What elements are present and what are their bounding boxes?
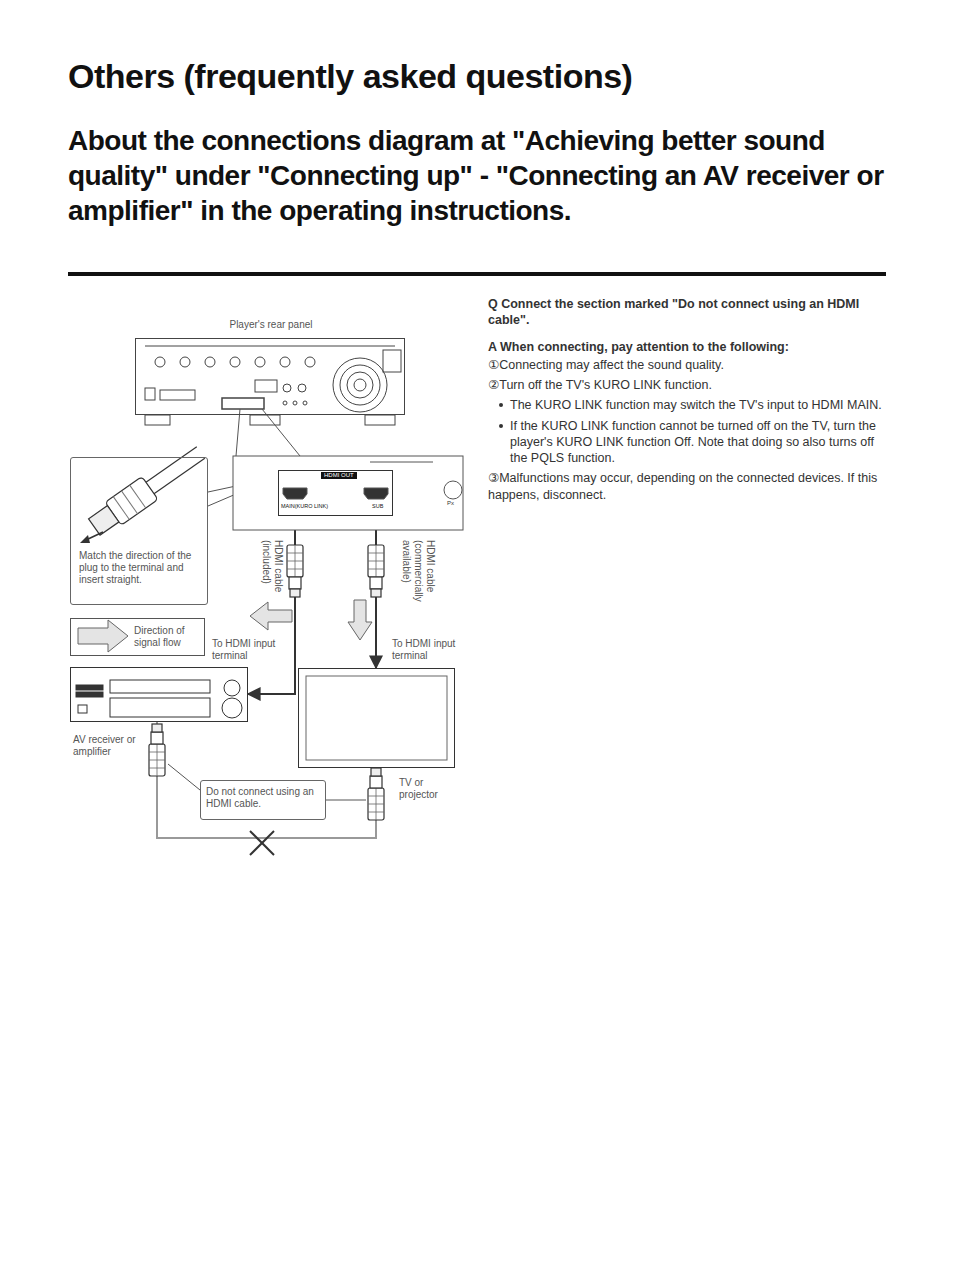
player-rear-panel xyxy=(145,346,401,425)
insert-arrow xyxy=(80,532,103,543)
bullet-item: The KURO LINK function may switch the TV… xyxy=(510,398,882,412)
signal-flow-arrow xyxy=(250,602,292,630)
leader-line xyxy=(326,800,366,801)
legend-box: Direction of signal flow xyxy=(70,618,205,656)
note-item: ①Connecting may affect the sound quality… xyxy=(488,357,886,373)
receiver-details xyxy=(76,680,242,718)
zoom-inset xyxy=(208,409,463,530)
bullet-item: If the KURO LINK function cannot be turn… xyxy=(510,419,876,466)
hdmi-plug xyxy=(368,768,384,820)
leader-line xyxy=(168,764,200,790)
answer-column: Q Connect the section marked "Do not con… xyxy=(488,296,886,503)
legend-label: Direction of signal flow xyxy=(134,625,200,649)
hdmi-out-terminal: HDMI OUT MAIN(KURO LINK) SUB xyxy=(278,470,393,516)
cable-label: HDMI cable (included) xyxy=(260,540,284,600)
rear-panel: Player's rear panel xyxy=(135,338,405,415)
node-label: HDMI OUT xyxy=(321,472,357,479)
note-item: ②Turn off the TV's KURO LINK function. xyxy=(488,377,886,393)
cable-connector xyxy=(248,516,295,694)
section-heading: About the connections diagram at "Achiev… xyxy=(68,123,886,228)
hdmi-plug xyxy=(149,724,165,776)
node-label: Player's rear panel xyxy=(136,319,406,331)
prohibited-mark xyxy=(250,831,274,855)
node-label: SUB xyxy=(372,503,383,510)
cable-label: HDMI cable (commercially available) xyxy=(400,540,436,612)
heading-rule xyxy=(68,272,886,276)
legend-arrow xyxy=(78,620,128,652)
node-label: Match the direction of the plug to the t… xyxy=(79,550,203,586)
node-label: AV receiver or amplifier xyxy=(73,734,145,758)
signal-flow-arrow xyxy=(348,600,372,640)
note-item: ③Malfunctions may occur, depending on th… xyxy=(488,470,886,503)
page-title: Others (frequently asked questions) xyxy=(68,56,632,97)
callout-box: Match the direction of the plug to the t… xyxy=(70,457,208,605)
answer: A When connecting, pay attention to the … xyxy=(488,339,886,355)
question: Q Connect the section marked "Do not con… xyxy=(488,296,886,329)
plug-illustration xyxy=(86,441,209,539)
av-receiver: AV receiver or amplifier xyxy=(70,667,248,722)
hdmi-plug xyxy=(368,545,384,597)
node-label: TV or projector xyxy=(399,777,461,801)
callout-box: Do not connect using an HDMI cable. xyxy=(200,780,326,820)
tv-screen xyxy=(306,676,447,760)
hdmi-plug xyxy=(287,545,303,597)
bullet-dot xyxy=(499,424,503,428)
node-label: MAIN(KURO LINK) xyxy=(281,503,328,510)
terminal-label: Px xyxy=(447,500,454,507)
bullet-dot xyxy=(499,403,503,407)
terminal-note: To HDMI input terminal xyxy=(212,638,292,662)
terminal-note: To HDMI input terminal xyxy=(392,638,472,662)
cable-connector xyxy=(157,722,376,838)
tv-monitor: TV or projector xyxy=(298,668,455,768)
node-label: Do not connect using an HDMI cable. xyxy=(206,786,320,810)
